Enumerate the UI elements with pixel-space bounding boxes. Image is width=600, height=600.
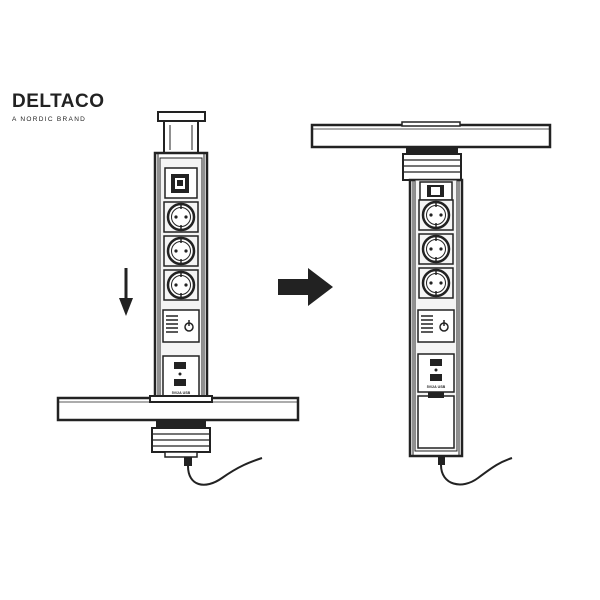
- socket-right-1: [418, 199, 454, 231]
- socket-left-3: [163, 269, 199, 301]
- arrow-down-icon: [119, 268, 133, 316]
- brand-logo: DELTACO A NORDIC BRAND: [12, 92, 105, 123]
- usb-label-left: 5V/2A USB: [172, 391, 191, 395]
- top-cap-left: [157, 111, 206, 154]
- socket-left-2: [163, 235, 199, 267]
- power-cable-right: [438, 456, 513, 486]
- mount-collar-left: [149, 395, 213, 458]
- usb-module-right: 5V/2A USB: [417, 353, 455, 393]
- mount-collar-right: [402, 147, 462, 181]
- left-tower-assembly: 5V/2A USB: [56, 111, 300, 486]
- socket-left-1: [163, 201, 199, 233]
- info-panel-right: [417, 309, 455, 343]
- usb-label-right: 5V/2A USB: [427, 385, 446, 389]
- bottom-panel-right: [417, 392, 455, 449]
- power-cable-left: [184, 457, 263, 486]
- power-switch-right: [419, 181, 453, 201]
- power-switch-left: [164, 167, 198, 199]
- arrow-right-icon: [278, 268, 333, 306]
- usb-module-left: 5V/2A USB: [162, 355, 200, 399]
- right-tower-assembly: 5V/2A USB: [310, 121, 552, 486]
- socket-right-3: [418, 267, 454, 299]
- tabletop-right: [310, 121, 552, 149]
- brand-tagline: A NORDIC BRAND: [12, 116, 87, 123]
- info-panel-left: [162, 309, 200, 343]
- socket-right-2: [418, 233, 454, 265]
- brand-name: DELTACO: [12, 91, 105, 112]
